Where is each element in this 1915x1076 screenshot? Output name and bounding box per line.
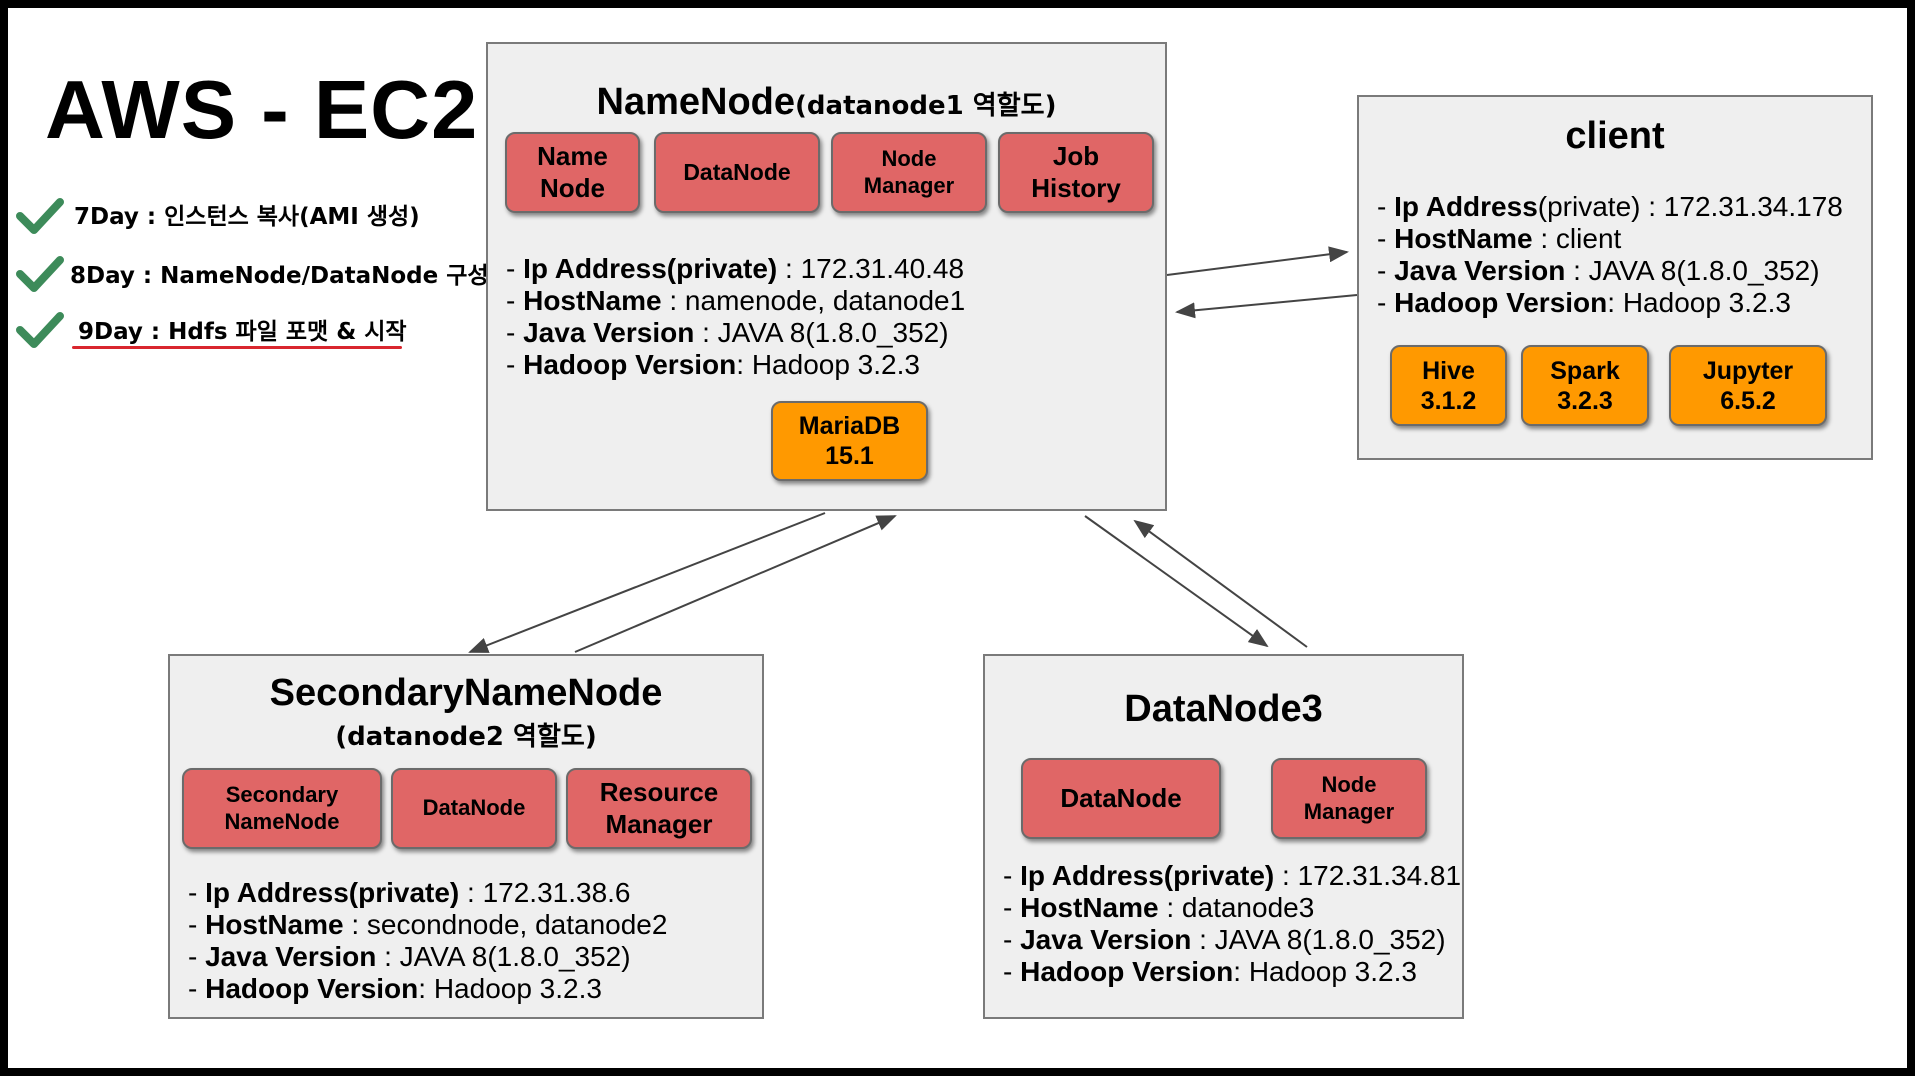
arrow-namenode-to-datanode3 xyxy=(1084,515,1269,648)
box-subtitle: (datanode2 역할도) xyxy=(335,722,597,752)
client-box: client - Ip Address(private) : 172.31.34… xyxy=(1357,95,1873,460)
day-item: 7Day : 인스턴스 복사(AMI 생성) xyxy=(74,204,420,230)
check-icon xyxy=(16,312,64,348)
datanode3-info: - Ip Address(private) : 172.31.34.81 - H… xyxy=(1003,860,1462,987)
day-item: 9Day : Hdfs 파일 포맷 & 시작 xyxy=(78,319,407,345)
box-title: SecondaryNameNode xyxy=(269,672,663,714)
namenode-info: - Ip Address(private) : 172.31.40.48 - H… xyxy=(506,253,966,380)
page-title: AWS - EC2 xyxy=(45,63,479,156)
underline xyxy=(72,346,402,349)
arrow-namenode-to-client xyxy=(1166,246,1349,276)
component-datanode: DataNode xyxy=(391,768,557,849)
arrow-namenode-to-secondary xyxy=(468,512,826,653)
secondary-box: SecondaryNameNode (datanode2 역할도) Second… xyxy=(168,654,764,1019)
component-datanode: DataNode xyxy=(1021,758,1221,839)
box-title: DataNode3 xyxy=(1124,688,1323,730)
day-item: 8Day : NameNode/DataNode 구성 xyxy=(70,263,489,289)
check-icon xyxy=(16,198,64,234)
secondary-info: - Ip Address(private) : 172.31.38.6 - Ho… xyxy=(188,877,668,1004)
arrow-secondary-to-namenode xyxy=(574,515,897,653)
client-info: - Ip Address(private) : 172.31.34.178 - … xyxy=(1377,191,1843,318)
check-icon xyxy=(16,256,64,292)
arrow-client-to-namenode xyxy=(1175,294,1358,319)
arrow-datanode3-to-namenode xyxy=(1133,519,1308,648)
box-title: NameNode(datanode1 역할도) xyxy=(596,81,1057,123)
box-title: client xyxy=(1565,115,1665,157)
component-datanode: DataNode xyxy=(654,132,820,213)
